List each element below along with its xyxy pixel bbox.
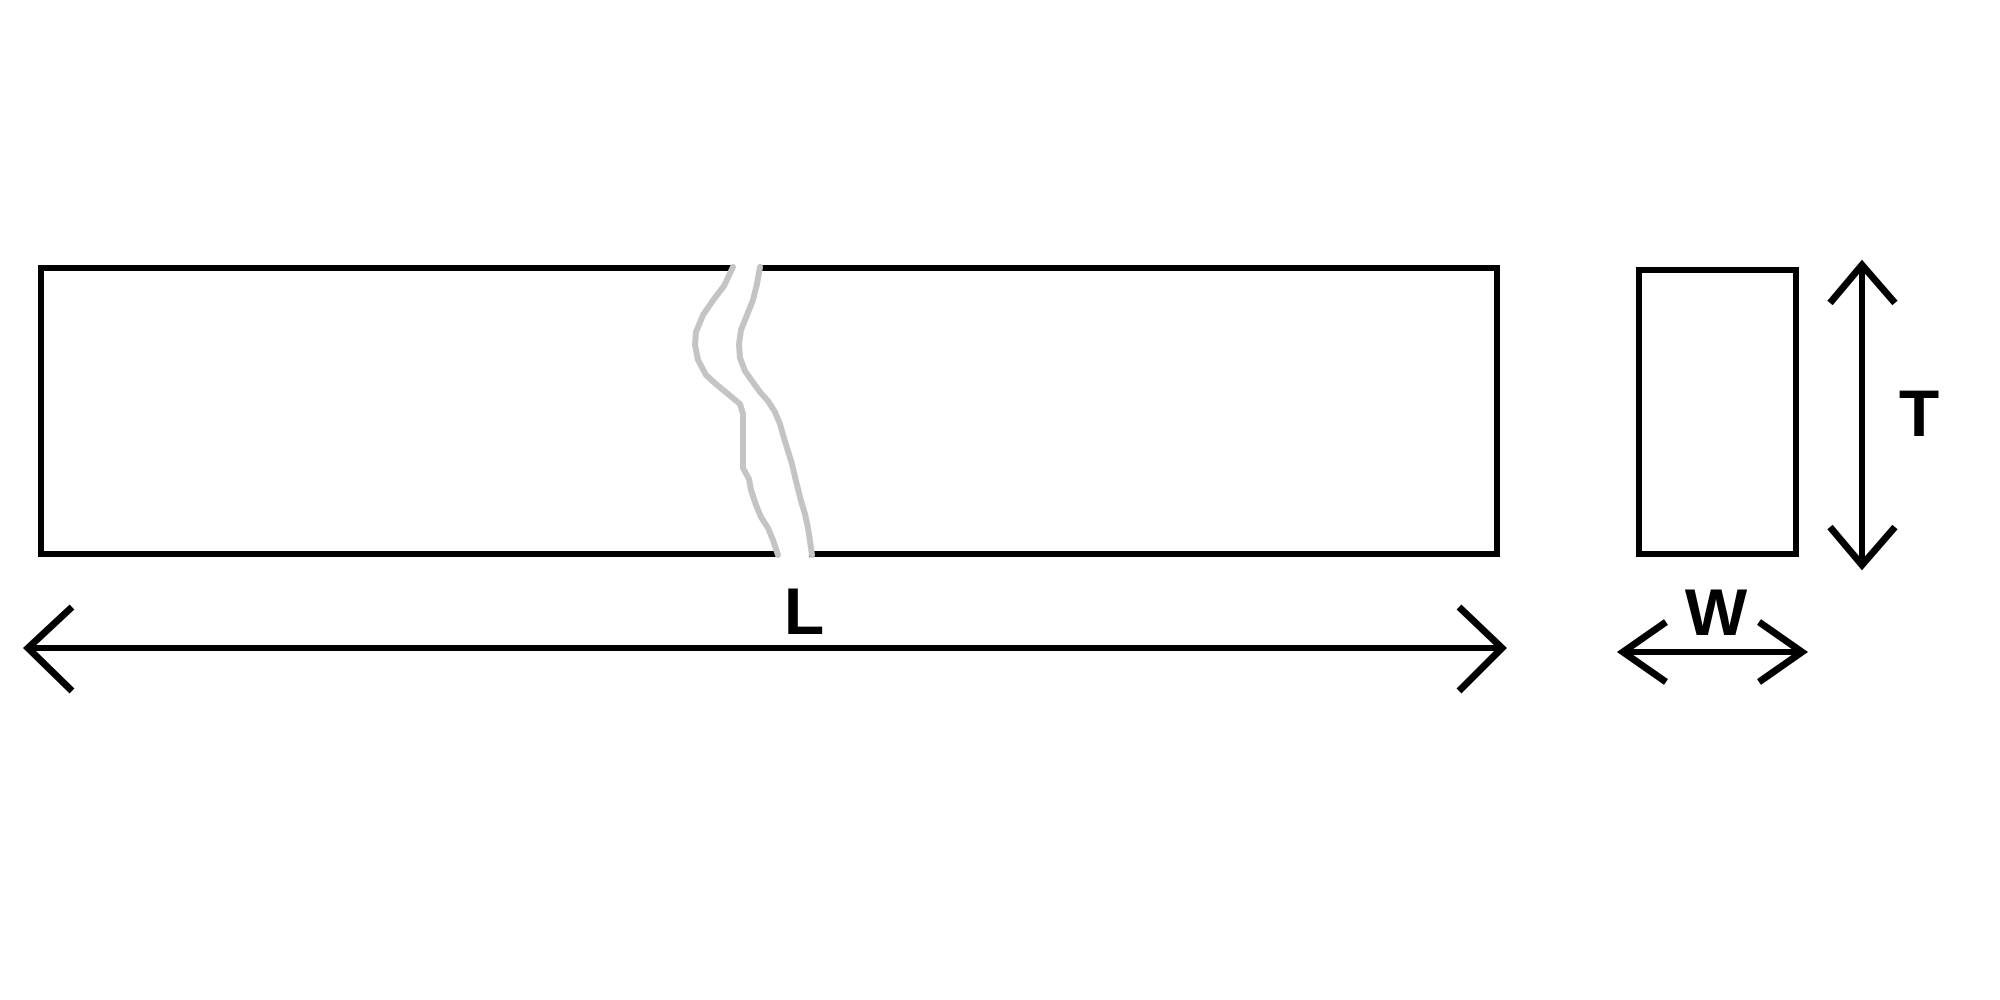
length-dimension: L [22,574,1508,694]
width-label: W [1685,575,1748,649]
width-arrow-head-right [1756,619,1809,685]
end-view-outline [1636,267,1799,557]
bar-outline [38,265,1500,557]
length-label: L [784,574,824,648]
thickness-label: T [1899,376,1939,450]
break-line-right [736,264,815,558]
thickness-dimension: T [1827,259,1939,571]
width-arrow-head-left [1616,619,1669,685]
bar-front-view [38,264,1500,558]
length-arrow-head-right [1456,604,1508,694]
thickness-arrow-head-top [1827,259,1898,306]
bar-end-view [1636,267,1799,557]
width-dimension: W [1616,575,1809,685]
thickness-arrow-head-bottom [1827,524,1898,571]
break-line-left [692,264,781,558]
length-arrow-head-left [22,604,75,694]
